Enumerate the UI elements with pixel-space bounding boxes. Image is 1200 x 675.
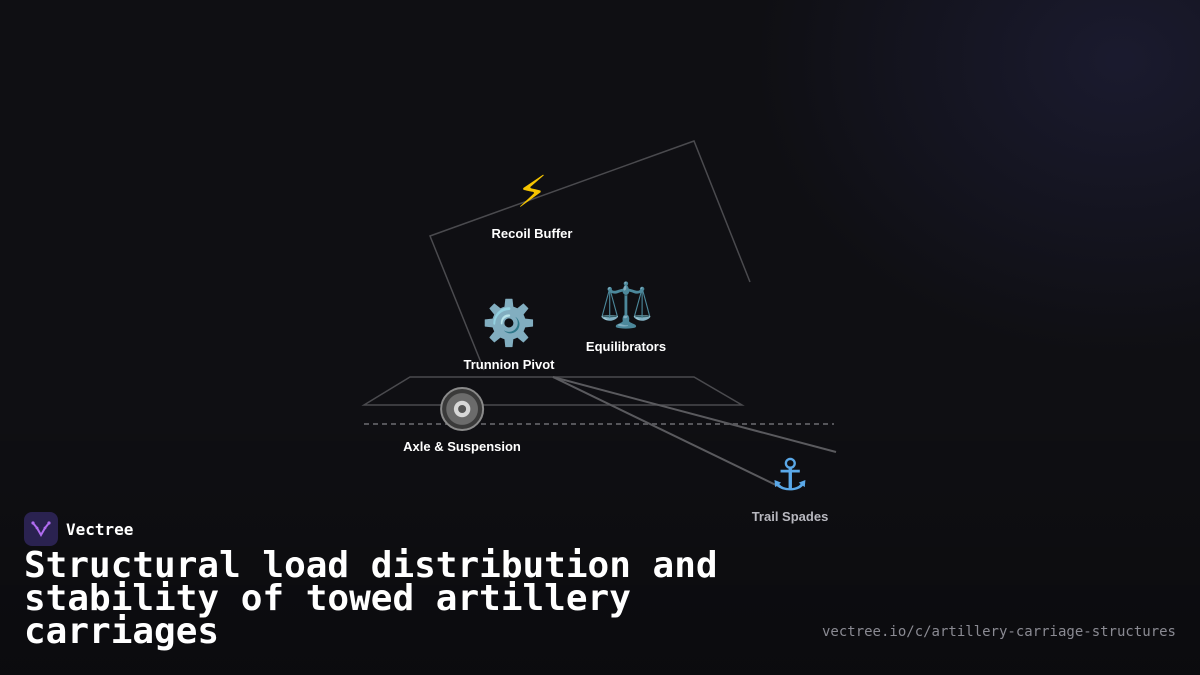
node-trail-spades: ⚓ Trail Spades: [751, 450, 829, 525]
node-equilibrators: ⚖️ Equilibrators: [585, 280, 667, 355]
node-label: Recoil Buffer: [491, 226, 573, 241]
node-label: Equilibrators: [585, 339, 667, 354]
trail-leg-lower: [552, 376, 781, 488]
node-recoil-buffer: ⚡ Recoil Buffer: [491, 167, 573, 242]
brand: Vectree: [24, 512, 133, 546]
node-label: Axle & Suspension: [403, 439, 521, 454]
trail-leg-upper: [552, 376, 837, 453]
node-label: Trunnion Pivot: [463, 357, 555, 372]
vectree-logo-icon: [24, 512, 58, 546]
balance-scale-icon: ⚖️: [598, 280, 654, 331]
source-url[interactable]: vectree.io/c/artillery-carriage-structur…: [821, 624, 1176, 640]
lightning-icon: ⚡: [516, 167, 548, 218]
gear-icon: ⚙️: [481, 298, 537, 349]
page-title: Structural load distribution and stabili…: [24, 545, 718, 652]
carriage-platform: [361, 376, 745, 406]
barrel-outline: [429, 140, 751, 371]
node-trunnion-pivot: ⚙️ Trunnion Pivot: [463, 298, 555, 373]
brand-name: Vectree: [66, 519, 134, 539]
anchor-icon: ⚓: [770, 450, 810, 501]
node-axle-suspension: Axle & Suspension: [403, 387, 521, 454]
wheel-icon: [440, 387, 484, 431]
node-label: Trail Spades: [751, 509, 829, 524]
